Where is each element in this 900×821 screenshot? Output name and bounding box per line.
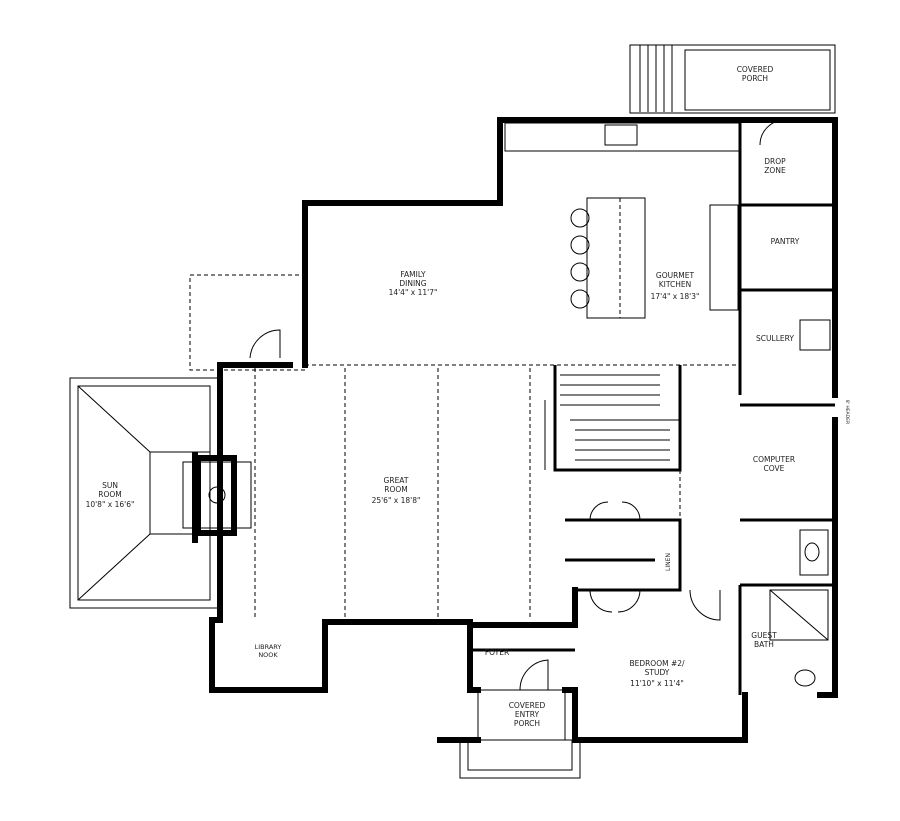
covered-entry-porch-label: COVERED — [509, 701, 546, 710]
guest-bath-label-2: BATH — [754, 640, 774, 649]
header-note: 8' HEADER — [844, 400, 850, 424]
covered-entry-porch-label-2: ENTRY — [515, 710, 540, 719]
interior-walls — [470, 120, 835, 695]
great-room-label: GREAT — [384, 476, 409, 485]
drop-zone-label-2: ZONE — [764, 166, 786, 175]
sun-room-label: SUN — [102, 481, 118, 490]
gourmet-kitchen-dims: 17'4" x 18'3" — [651, 292, 700, 301]
computer-cove-label: COMPUTER — [753, 455, 795, 464]
library-nook-label-2: NOOK — [258, 651, 278, 659]
linen-label: LINEN — [665, 553, 672, 571]
fireplace — [182, 455, 252, 536]
covered-porch-label-2: PORCH — [742, 74, 768, 83]
sun-room-outline — [69, 274, 306, 609]
drop-zone-label: DROP — [764, 157, 786, 166]
staircase — [544, 374, 680, 470]
family-dining-label: FAMILY — [400, 270, 426, 279]
doors — [249, 119, 786, 691]
great-room-dims: 25'6" x 18'8" — [372, 496, 421, 505]
kitchen-island — [504, 122, 741, 319]
great-room-label-2: ROOM — [384, 485, 408, 494]
gourmet-kitchen-label-2: KITCHEN — [659, 280, 692, 289]
bedroom-2-dims: 11'10" x 11'4" — [630, 679, 684, 688]
pantry-label: PANTRY — [771, 237, 800, 246]
scullery-label: SCULLERY — [756, 334, 794, 343]
covered-porch-label: COVERED — [737, 65, 774, 74]
bedroom-2-label-2: STUDY — [645, 668, 670, 677]
entry-steps — [459, 689, 581, 779]
family-dining-dims: 14'4" x 11'7" — [389, 288, 438, 297]
covered-porch-outline — [629, 44, 836, 114]
sun-room-dims: 10'8" x 16'6" — [86, 500, 135, 509]
exterior-walls — [192, 117, 838, 743]
gourmet-kitchen-label: GOURMET — [656, 271, 695, 280]
family-dining-label-2: DINING — [399, 279, 426, 288]
computer-cove-label-2: COVE — [764, 464, 785, 473]
bedroom-2-label: BEDROOM #2/ — [629, 659, 685, 668]
foyer-label: FOYER — [485, 648, 509, 657]
library-nook-label: LIBRARY — [255, 643, 282, 651]
covered-entry-porch-label-3: PORCH — [514, 719, 540, 728]
bath-fixtures — [769, 319, 831, 687]
guest-bath-label: GUEST — [751, 631, 777, 640]
ceiling-beams — [254, 364, 740, 620]
sun-room-label-2: ROOM — [98, 490, 122, 499]
